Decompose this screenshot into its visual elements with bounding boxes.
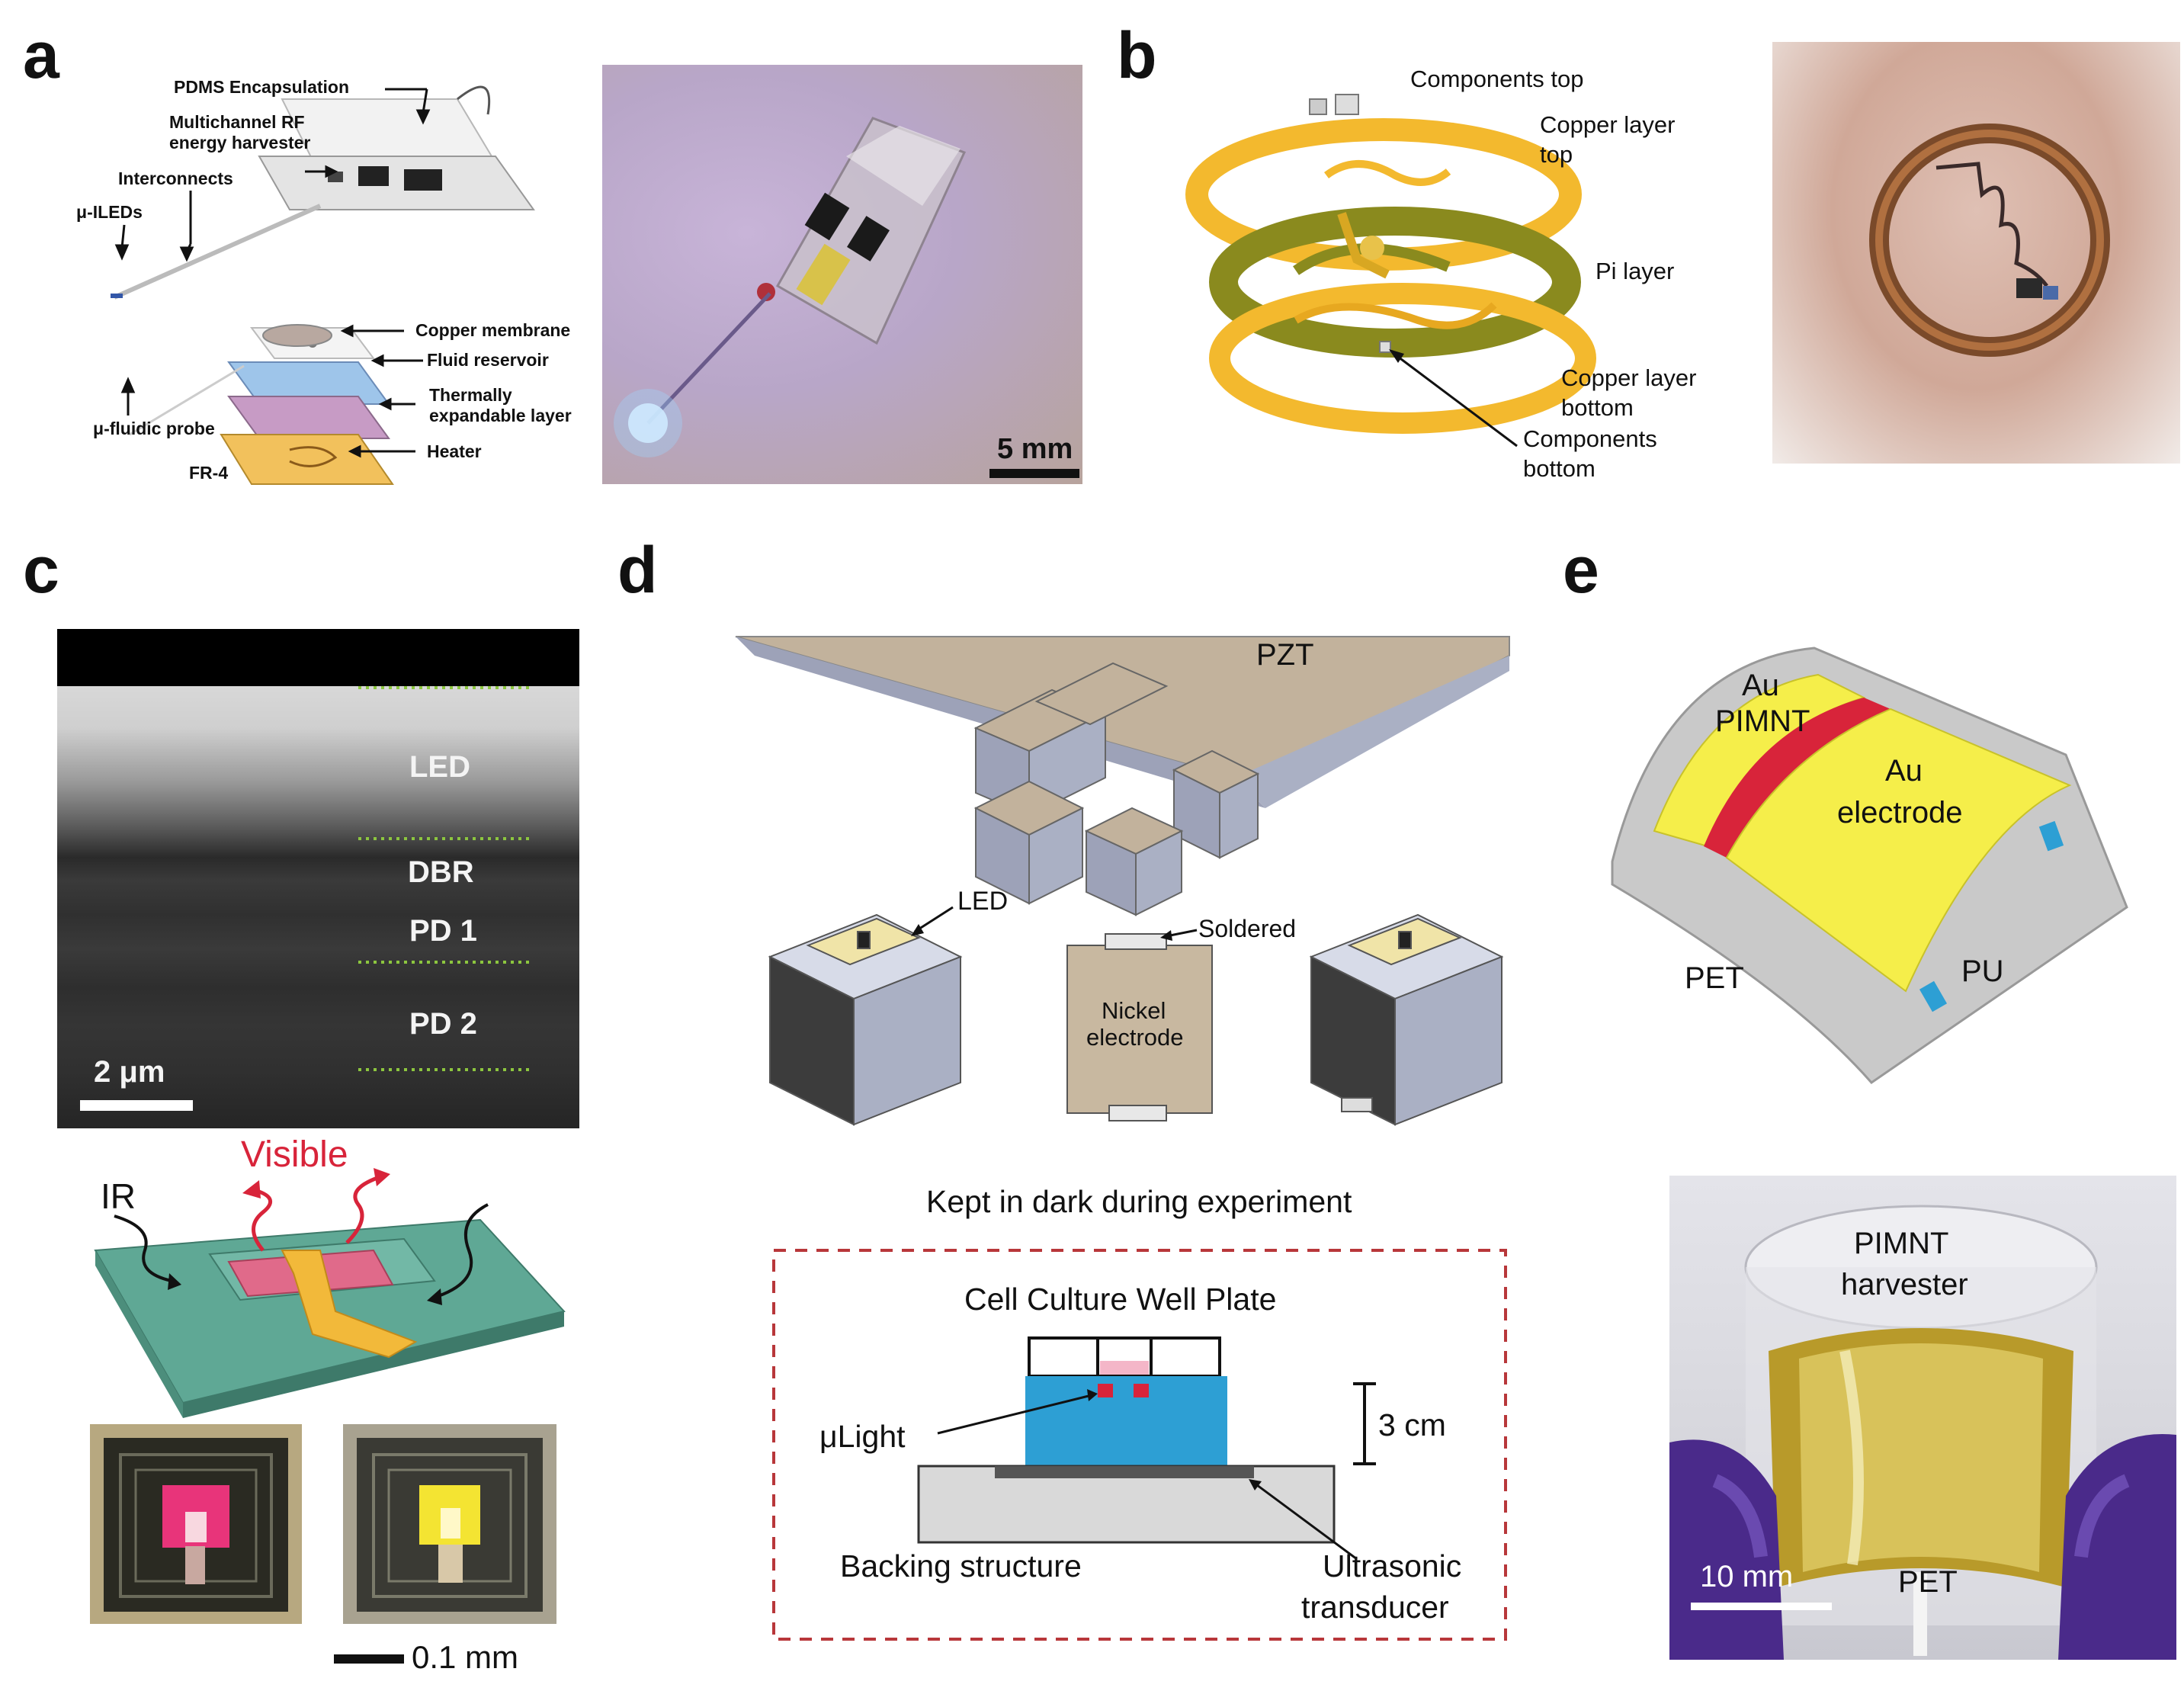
sem-layer-dbr: DBR [408, 855, 474, 889]
pimnt-harvester-diagram [1611, 647, 2128, 1084]
panel-label-e: e [1563, 534, 1599, 607]
label-copper-membrane: Copper membrane [415, 320, 571, 340]
label-components-bottom-line2: bottom [1523, 455, 1596, 482]
coil-on-finger-photo [1772, 42, 2180, 464]
label-backing-structure: Backing structure [840, 1548, 1082, 1584]
label-fluid-reservoir: Fluid reservoir [427, 350, 549, 370]
multilayer-coil-diagram [1185, 94, 1596, 448]
yellow-led-micrograph [343, 1424, 556, 1624]
label-pimnt: PIMNT [1715, 704, 1810, 738]
label-soldered: Soldered [1198, 915, 1297, 942]
label-thermally-line1: Thermally [429, 385, 512, 405]
device-photo-a: 5 mm [602, 65, 1082, 484]
scale-label-a: 5 mm [997, 433, 1073, 465]
label-rf-harvester-line1: Multichannel RF [169, 112, 305, 132]
sem-layer-pd2: PD 2 [409, 1007, 477, 1041]
label-pu: PU [1961, 955, 2004, 988]
label-au-electrode-line2: electrode [1837, 796, 1963, 829]
label-nickel-line1: Nickel [1102, 997, 1166, 1024]
label-components-bottom-line1: Components [1523, 425, 1657, 452]
sem-layer-pd1: PD 1 [409, 914, 477, 948]
label-copper-layer-top-line1: Copper layer [1540, 111, 1676, 138]
photo-scale-bar-e [1691, 1603, 1832, 1610]
label-interconnects: Interconnects [118, 168, 233, 188]
label-thermally-line2: expandable layer [429, 406, 572, 425]
label-copper-layer-bottom-line1: Copper layer [1561, 364, 1697, 391]
label-nickel-line2: electrode [1086, 1024, 1184, 1051]
label-pi-layer: Pi layer [1596, 258, 1675, 284]
led-pd-schematic [94, 1168, 566, 1418]
label-kept-in-dark: Kept in dark during experiment [926, 1184, 1352, 1219]
sem-scale-label: 2 μm [94, 1055, 165, 1089]
label-copper-layer-top-line2: top [1540, 141, 1573, 168]
sem-scale-bar [80, 1100, 193, 1111]
label-au-top: Au [1742, 669, 1779, 702]
micro-scale-bar [334, 1654, 404, 1664]
label-micro-ileds: μ-ILEDs [76, 202, 143, 222]
panel-label-a: a [23, 19, 59, 92]
label-led-d: LED [957, 887, 1009, 916]
panel-label-c: c [23, 534, 59, 607]
photo-label-harvester: harvester [1841, 1268, 1968, 1301]
photo-label-pimnt: PIMNT [1854, 1227, 1949, 1260]
label-pdms-encapsulation: PDMS Encapsulation [174, 77, 350, 97]
photo-scale-label-e: 10 mm [1700, 1560, 1794, 1593]
label-copper-layer-bottom-line2: bottom [1561, 394, 1634, 421]
label-pzt: PZT [1256, 638, 1314, 672]
label-components-top: Components top [1410, 66, 1584, 92]
label-ultrasonic-line1: Ultrasonic [1323, 1548, 1462, 1584]
label-well-plate: Cell Culture Well Plate [964, 1282, 1277, 1317]
label-heater: Heater [427, 441, 482, 461]
sem-cross-section: LED DBR PD 1 PD 2 2 μm [57, 629, 579, 1128]
panel-label-d: d [617, 534, 658, 607]
label-ultrasonic-line2: transducer [1301, 1590, 1449, 1625]
panel-label-b: b [1117, 19, 1157, 92]
exploded-device-diagram [111, 85, 535, 485]
label-au-electrode-line1: Au [1885, 754, 1923, 788]
flexible-harvester-photo: PIMNT harvester 10 mm PET [1669, 1176, 2176, 1660]
label-3cm: 3 cm [1378, 1407, 1446, 1442]
sem-layer-led: LED [409, 750, 470, 784]
photo-label-pet: PET [1898, 1565, 1958, 1599]
scale-bar-a [989, 469, 1079, 478]
label-ir: IR [101, 1176, 136, 1216]
label-rf-harvester-line2: energy harvester [169, 133, 311, 152]
label-pet-e: PET [1685, 961, 1744, 995]
label-fr4: FR-4 [189, 463, 229, 483]
micro-scale-label: 0.1 mm [412, 1639, 519, 1675]
label-visible: Visible [241, 1134, 348, 1175]
label-microfluidic-probe: μ-fluidic probe [93, 419, 215, 438]
label-ulight: μLight [819, 1419, 906, 1454]
red-led-micrograph [90, 1424, 302, 1624]
